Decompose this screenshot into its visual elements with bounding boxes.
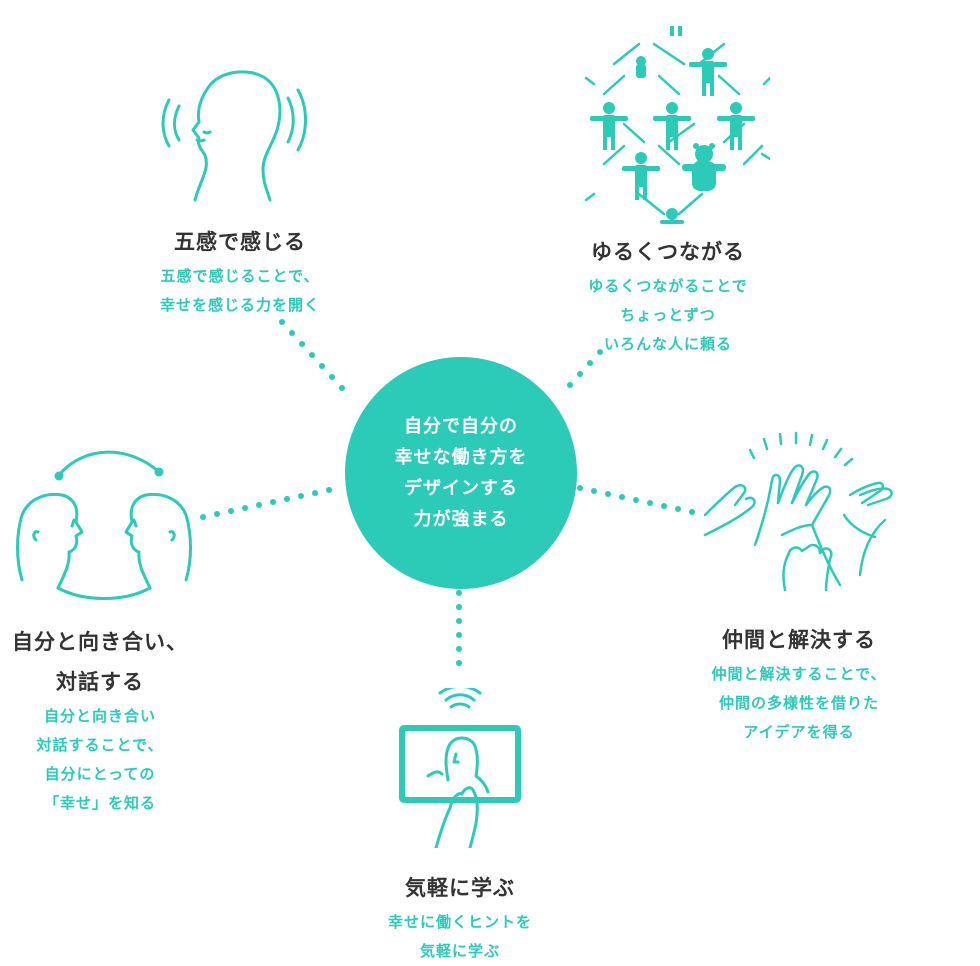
node-self-dialogue: 自分と向き合い、 対話する 自分と向き合い 対話することで、 自分にとっての 「…	[0, 622, 200, 818]
connector-dot	[587, 360, 593, 366]
connector-dot	[326, 487, 332, 493]
connector-dot	[456, 590, 462, 596]
connector-dot	[597, 349, 603, 355]
connector-dot	[647, 500, 653, 506]
clapping-hands-icon	[703, 431, 893, 592]
connector-dot	[312, 490, 318, 496]
connector-dot	[456, 618, 462, 624]
connector-dot	[456, 632, 462, 638]
connector-dot	[456, 660, 462, 666]
tablet-touch-icon	[399, 688, 521, 848]
connector-dot	[279, 319, 285, 325]
node-title: ゆるくつながる	[591, 240, 745, 264]
connector-dot	[319, 363, 325, 369]
node-loose-connect: ゆるくつながる ゆるくつながることで ちょっとずつ いろんな人に頼る	[548, 232, 788, 359]
connector-dot	[299, 341, 305, 347]
node-desc: 幸せに働くヒントを 気軽に学ぶ	[387, 913, 532, 960]
connector-dot	[284, 496, 290, 502]
connector-dot	[270, 499, 276, 505]
connector-dot	[228, 508, 234, 514]
connector-dot	[289, 330, 295, 336]
connector-dot	[633, 497, 639, 503]
connector-dot	[339, 385, 345, 391]
connector-dot	[256, 502, 262, 508]
node-title: 五感で感じる	[174, 230, 306, 254]
people-network-icon	[584, 26, 770, 224]
connector-dot	[298, 493, 304, 499]
connector-dot	[619, 494, 625, 500]
connector-dot	[675, 506, 681, 512]
head-listening-icon	[161, 70, 307, 202]
node-desc: 仲間と解決することで、 仲間の多様性を借りた アイデアを得る	[711, 665, 887, 741]
connector-dot	[577, 371, 583, 377]
connector-dot	[689, 509, 695, 515]
two-faces-dialogue-icon	[16, 450, 192, 600]
connector-dot	[456, 646, 462, 652]
node-learn-easily: 気軽に学ぶ 幸せに働くヒントを 気軽に学ぶ	[350, 868, 570, 966]
connector-dot	[661, 503, 667, 509]
node-title: 気軽に学ぶ	[405, 876, 515, 900]
node-title: 仲間と解決する	[722, 628, 876, 652]
connector-dot	[567, 382, 573, 388]
node-desc: 自分と向き合い 対話することで、 自分にとっての 「幸せ」を知る	[36, 707, 164, 812]
node-title: 自分と向き合い、 対話する	[12, 630, 188, 694]
connector-dot	[329, 374, 335, 380]
connector-dot	[309, 352, 315, 358]
connector-dot	[214, 511, 220, 517]
center-circle: 自分で自分の 幸せな働き方を デザインする 力が強まる	[345, 357, 577, 589]
connector-dot	[591, 488, 597, 494]
connector-dot	[605, 491, 611, 497]
node-five-senses: 五感で感じる 五感で感じることで、 幸せを感じる力を開く	[125, 222, 355, 320]
connector-dot	[200, 514, 206, 520]
connector-dot	[577, 485, 583, 491]
node-desc: ゆるくつながることで ちょっとずつ いろんな人に頼る	[588, 277, 748, 353]
connector-dot	[456, 604, 462, 610]
connector-dot	[242, 505, 248, 511]
node-solve-together: 仲間と解決する 仲間と解決することで、 仲間の多様性を借りた アイデアを得る	[682, 620, 916, 747]
node-desc: 五感で感じることで、 幸せを感じる力を開く	[159, 267, 320, 314]
center-text: 自分で自分の 幸せな働き方を デザインする 力が強まる	[394, 416, 528, 530]
